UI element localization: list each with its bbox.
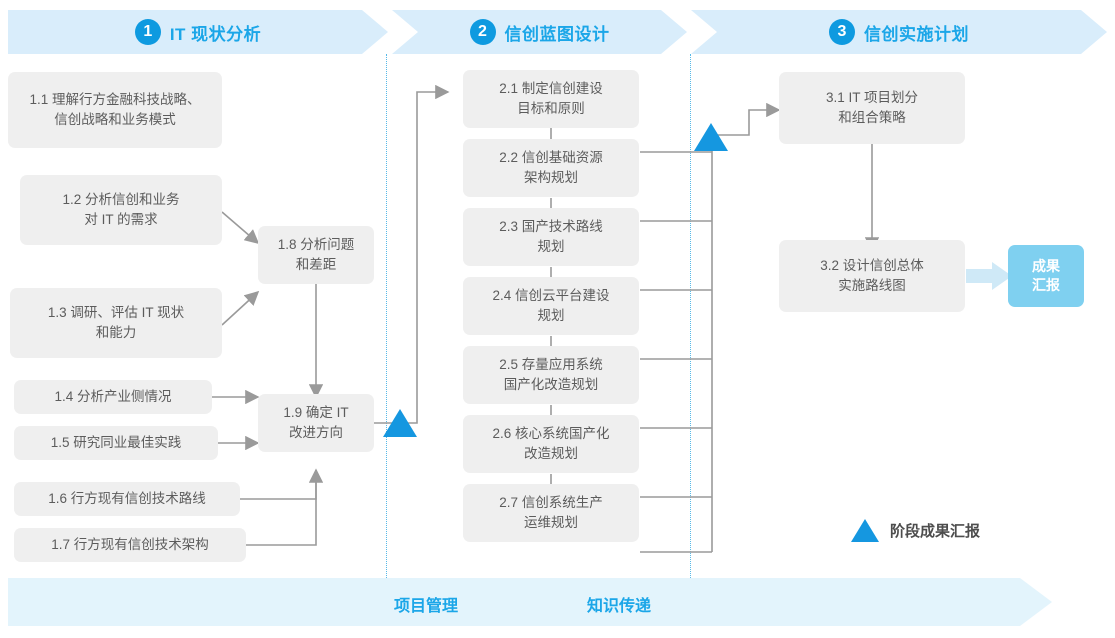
stream-label-knowledge-transfer: 知识传递 bbox=[587, 598, 652, 615]
phase-title-3: 信创实施计划 bbox=[864, 24, 969, 44]
outcome-arrow-shaft bbox=[966, 269, 998, 283]
phase-number-3: 3 bbox=[829, 19, 855, 45]
phase-divider-1-2 bbox=[386, 54, 387, 582]
node-1-8[interactable]: 1.8 分析问题 和差距 bbox=[258, 226, 374, 284]
stream-bar bbox=[8, 578, 1052, 626]
milestone-triangle-phase2 bbox=[694, 123, 728, 151]
legend-label: 阶段成果汇报 bbox=[890, 523, 981, 540]
node-1-3[interactable]: 1.3 调研、评估 IT 现状 和能力 bbox=[10, 288, 222, 358]
outcome-badge[interactable]: 成果 汇报 bbox=[1008, 245, 1084, 307]
phase-header-2[interactable]: 2 信创蓝图设计 bbox=[392, 10, 687, 54]
phase-number-1: 1 bbox=[135, 19, 161, 45]
node-2-2[interactable]: 2.2 信创基础资源 架构规划 bbox=[463, 139, 639, 197]
node-2-3[interactable]: 2.3 国产技术路线 规划 bbox=[463, 208, 639, 266]
node-3-1[interactable]: 3.1 IT 项目划分 和组合策略 bbox=[779, 72, 965, 144]
node-1-1[interactable]: 1.1 理解行方金融科技战略、 信创战略和业务模式 bbox=[8, 72, 222, 148]
node-2-6[interactable]: 2.6 核心系统国产化 改造规划 bbox=[463, 415, 639, 473]
phase-header-1[interactable]: 1 IT 现状分析 bbox=[8, 10, 388, 54]
node-1-6[interactable]: 1.6 行方现有信创技术路线 bbox=[14, 482, 240, 516]
phase-header-3[interactable]: 3 信创实施计划 bbox=[691, 10, 1107, 54]
node-1-5[interactable]: 1.5 研究同业最佳实践 bbox=[14, 426, 218, 460]
node-1-7[interactable]: 1.7 行方现有信创技术架构 bbox=[14, 528, 246, 562]
phase-title-1: IT 现状分析 bbox=[169, 24, 262, 44]
legend: 阶段成果汇报 bbox=[851, 519, 980, 542]
node-2-1[interactable]: 2.1 制定信创建设 目标和原则 bbox=[463, 70, 639, 128]
node-3-2[interactable]: 3.2 设计信创总体 实施路线图 bbox=[779, 240, 965, 312]
milestone-triangle-icon bbox=[851, 519, 879, 542]
node-2-4[interactable]: 2.4 信创云平台建设 规划 bbox=[463, 277, 639, 335]
node-1-2[interactable]: 1.2 分析信创和业务 对 IT 的需求 bbox=[20, 175, 222, 245]
phase-number-2: 2 bbox=[470, 19, 496, 45]
node-2-7[interactable]: 2.7 信创系统生产 运维规划 bbox=[463, 484, 639, 542]
milestone-triangle-phase1 bbox=[383, 409, 417, 437]
node-1-9[interactable]: 1.9 确定 IT 改进方向 bbox=[258, 394, 374, 452]
node-1-4[interactable]: 1.4 分析产业侧情况 bbox=[14, 380, 212, 414]
phase-divider-2-3 bbox=[690, 54, 691, 582]
phase-title-2: 信创蓝图设计 bbox=[504, 24, 610, 44]
stream-label-project-management: 项目管理 bbox=[394, 598, 459, 615]
node-2-5[interactable]: 2.5 存量应用系统 国产化改造规划 bbox=[463, 346, 639, 404]
